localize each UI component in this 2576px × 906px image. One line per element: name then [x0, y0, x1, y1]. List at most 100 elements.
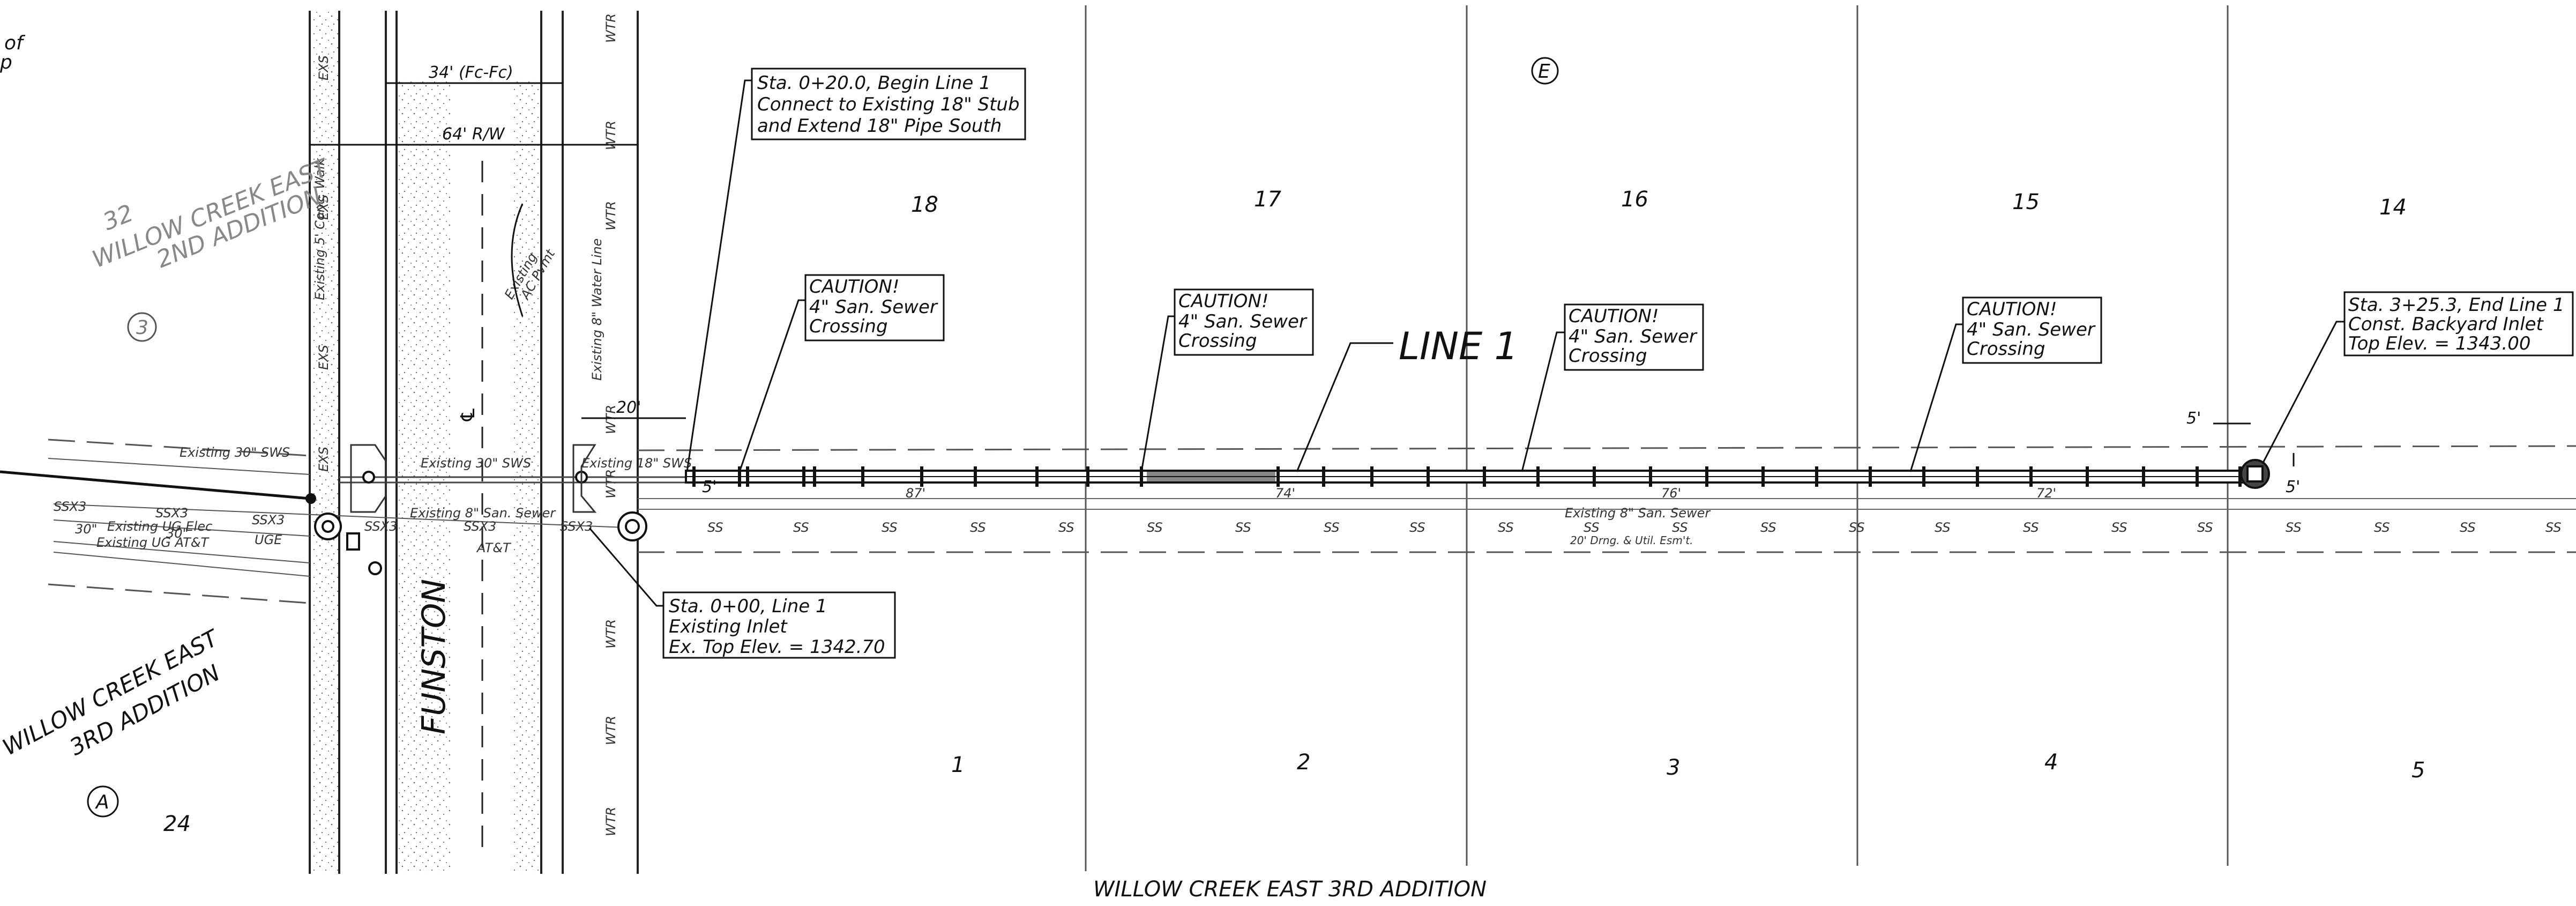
svg-text:4" San. Sewer: 4" San. Sewer [1967, 319, 2096, 340]
west-utility-lines [48, 458, 638, 577]
sws-30-label-street: Existing 30" SWS [421, 456, 531, 471]
svg-text:SS: SS [1147, 520, 1163, 535]
svg-text:SS: SS [707, 520, 723, 535]
water-line-label: Existing 8" Water Line [589, 239, 604, 381]
block-e: E [1538, 61, 1550, 83]
sws-18-label: Existing 18" SWS [581, 456, 692, 471]
corner-text-p: p [0, 51, 12, 73]
svg-text:SS: SS [2374, 520, 2390, 535]
svg-text:WTR: WTR [603, 405, 618, 434]
svg-text:SS: SS [1498, 520, 1514, 535]
callout-existing-inlet: Sta. 0+00, Line 1 Existing Inlet Ex. Top… [588, 528, 896, 659]
size-30-label-1: 30" [75, 522, 98, 537]
lot-14: 14 [2379, 195, 2407, 220]
uge-label: UGE [255, 532, 282, 547]
svg-text:SS: SS [1058, 520, 1074, 535]
lot-4: 4 [2044, 750, 2058, 775]
lot-16: 16 [1621, 187, 1648, 212]
svg-text:Sta. 0+00, Line 1: Sta. 0+00, Line 1 [669, 596, 827, 617]
svg-text:Crossing: Crossing [809, 316, 888, 337]
svg-text:CAUTION!: CAUTION! [1569, 306, 1659, 327]
lot-3: 3 [1667, 755, 1680, 780]
svg-text:Ex. Top Elev. = 1342.70: Ex. Top Elev. = 1342.70 [669, 636, 885, 658]
svg-text:WTR: WTR [603, 201, 618, 231]
svg-text:SS: SS [2023, 520, 2039, 535]
svg-text:4" San. Sewer: 4" San. Sewer [809, 296, 938, 318]
svg-text:SS: SS [970, 520, 986, 535]
svg-text:SS: SS [2286, 520, 2302, 535]
caution-callout-1: CAUTION! 4" San. Sewer Crossing [738, 274, 945, 472]
ac-pvmt-leader [511, 203, 524, 317]
svg-text:Crossing: Crossing [1178, 330, 1257, 352]
callout-begin-line-1: Sta. 0+20.0, Begin Line 1 Connect to Exi… [686, 68, 1026, 472]
svg-text:Crossing: Crossing [1569, 345, 1647, 367]
lot-5: 5 [2411, 758, 2425, 783]
exs-labels: EXS EXS EXS EXS [316, 55, 331, 472]
svg-text:SS: SS [1235, 520, 1251, 535]
svg-text:SS: SS [1760, 520, 1776, 535]
ssx3-label-3: SSX3 [252, 513, 285, 528]
svg-text:Sta. 0+20.0, Begin Line 1: Sta. 0+20.0, Begin Line 1 [757, 72, 991, 94]
svg-text:and Extend 18" Pipe South: and Extend 18" Pipe South [757, 115, 1002, 137]
san-sewer-label-east: Existing 8" San. Sewer [1565, 506, 1711, 521]
easement-label: 20' Drng. & Util. Esm't. [1570, 534, 1693, 547]
svg-text:Crossing: Crossing [1967, 338, 2045, 360]
segment-dim-4: 72' [2036, 486, 2056, 501]
easement-lines [48, 439, 2576, 604]
curb-inlets [350, 444, 597, 513]
corner-text-of: of [4, 32, 26, 54]
svg-text:CAUTION!: CAUTION! [1967, 299, 2057, 320]
offset-5-left: 5' [702, 478, 716, 496]
backyard-inlet [2240, 459, 2270, 489]
lot-1: 1 [951, 753, 965, 777]
san-sewer-label-west: Existing 8" San. Sewer [410, 506, 556, 521]
svg-text:4" San. Sewer: 4" San. Sewer [1178, 311, 1308, 332]
ssx3-label-1: SSX3 [54, 499, 86, 514]
street-width-dim: 34' (Fc-Fc) [429, 63, 513, 82]
svg-text:EXS: EXS [316, 195, 331, 220]
svg-text:SS: SS [2197, 520, 2213, 535]
lot-24: 24 [163, 812, 191, 836]
svg-text:Const. Backyard Inlet: Const. Backyard Inlet [2348, 314, 2544, 335]
svg-text:SS: SS [1409, 520, 1425, 535]
line-1-label: LINE 1 [1399, 324, 1518, 368]
sws-30-label-west: Existing 30" SWS [180, 445, 290, 460]
existing-pipe-west [0, 470, 310, 500]
svg-text:SS: SS [1935, 520, 1951, 535]
subdivision-bottom: WILLOW CREEK EAST 3RD ADDITION [1093, 877, 1487, 902]
block-3: 3 [136, 317, 148, 339]
block-a: A [95, 791, 109, 813]
svg-text:WTR: WTR [603, 807, 618, 836]
svg-text:WTR: WTR [603, 121, 618, 150]
ssx3-label-6: SSX3 [560, 519, 593, 534]
svg-text:SS: SS [1584, 520, 1600, 535]
svg-text:CAUTION!: CAUTION! [809, 276, 900, 298]
segment-dim-2: 74' [1275, 486, 1295, 501]
svg-text:SS: SS [2111, 520, 2127, 535]
lot-18: 18 [911, 192, 938, 217]
svg-text:SS: SS [882, 520, 898, 535]
svg-text:SS: SS [1849, 520, 1865, 535]
row-width-dim: 64' R/W [442, 125, 505, 144]
segment-dim-1: 87' [906, 486, 925, 501]
ssx3-label-4: SSX3 [364, 519, 397, 534]
offset-20-dim: 20' [616, 398, 641, 417]
lot-2: 2 [1297, 750, 1310, 775]
ug-elec-label: Existing UG Elec [107, 519, 212, 534]
svg-text:WTR: WTR [603, 469, 618, 499]
size-30-label-2: 30" [166, 526, 189, 541]
lot-15: 15 [2012, 190, 2040, 214]
street-name: FUNSTON [415, 579, 453, 734]
att-label: AT&T [476, 540, 512, 555]
caution-callout-2: CAUTION! 4" San. Sewer Crossing [1140, 288, 1314, 472]
lot-17: 17 [1254, 187, 1281, 212]
callout-end-line-1: Sta. 3+25.3, End Line 1 Const. Backyard … [2261, 291, 2574, 464]
block-markers [87, 57, 1559, 818]
caution-callout-4: CAUTION! 4" San. Sewer Crossing [1909, 296, 2102, 472]
offset-5-top: 5' [2186, 409, 2201, 428]
ssx3-label-5: SSX3 [464, 519, 496, 534]
offset-dims [581, 417, 2295, 466]
pipe-joints [692, 466, 2242, 487]
street-structures [305, 471, 647, 575]
